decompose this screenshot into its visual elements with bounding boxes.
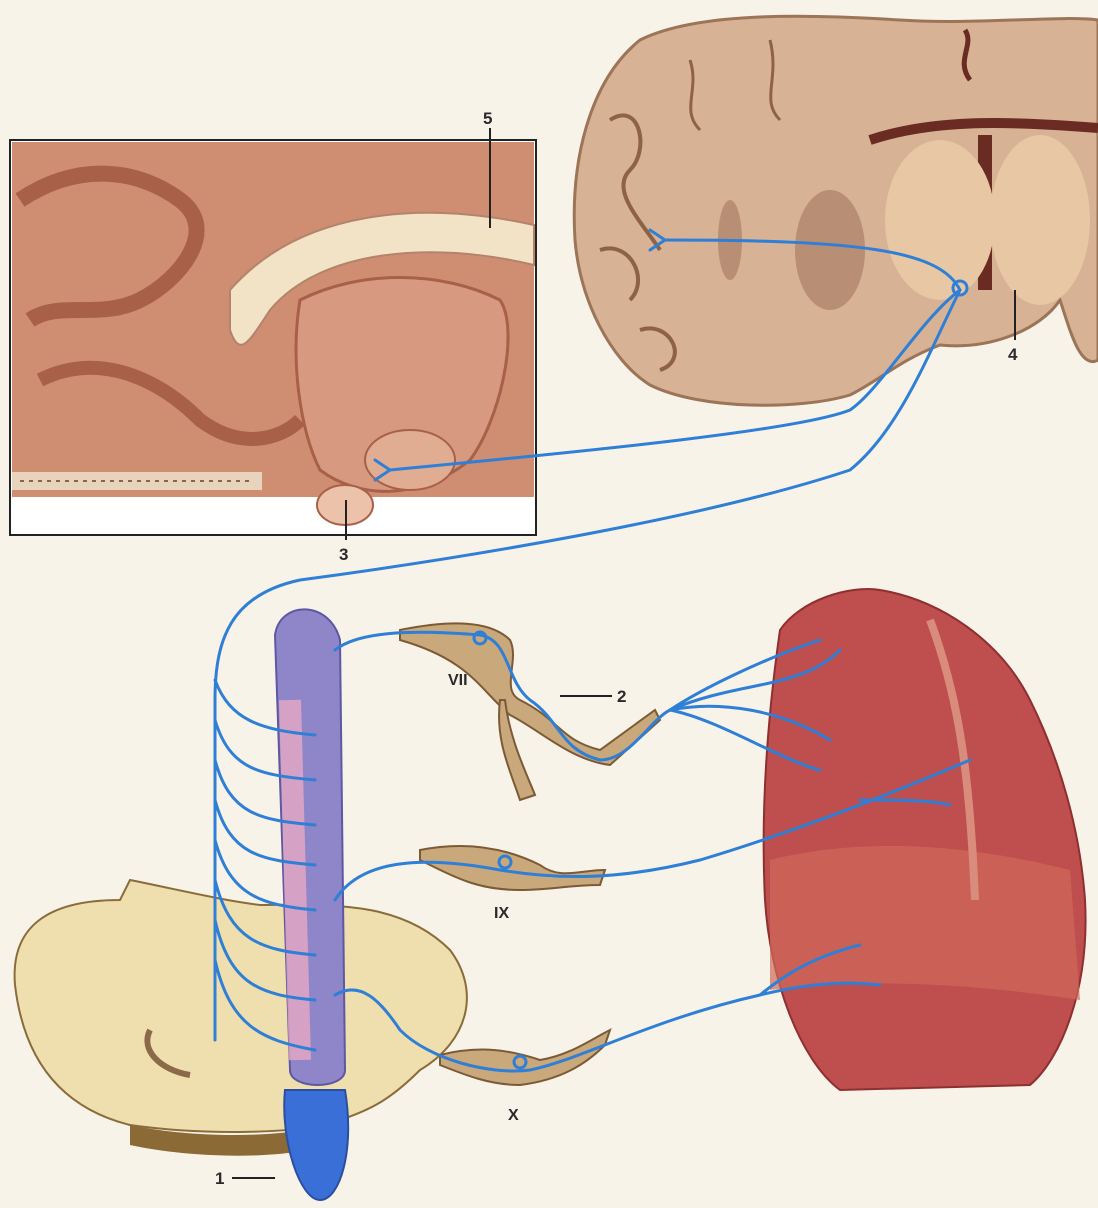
label-3: 3 xyxy=(339,545,348,564)
ganglion-vii xyxy=(400,623,660,800)
label-5: 5 xyxy=(483,109,492,128)
label-1: 1 xyxy=(215,1169,224,1188)
label-nerve-x: X xyxy=(508,1107,519,1124)
label-nerve-vii: VII xyxy=(448,672,468,689)
label-nerve-ix: IX xyxy=(494,905,509,922)
ganglion-ix xyxy=(420,846,605,890)
sagittal-brain-inset xyxy=(10,140,536,535)
tongue xyxy=(764,589,1086,1090)
solitary-tract-nucleus xyxy=(275,609,348,1200)
label-2: 2 xyxy=(617,687,626,706)
coronal-brain-section xyxy=(574,16,1098,405)
label-4: 4 xyxy=(1008,345,1018,364)
